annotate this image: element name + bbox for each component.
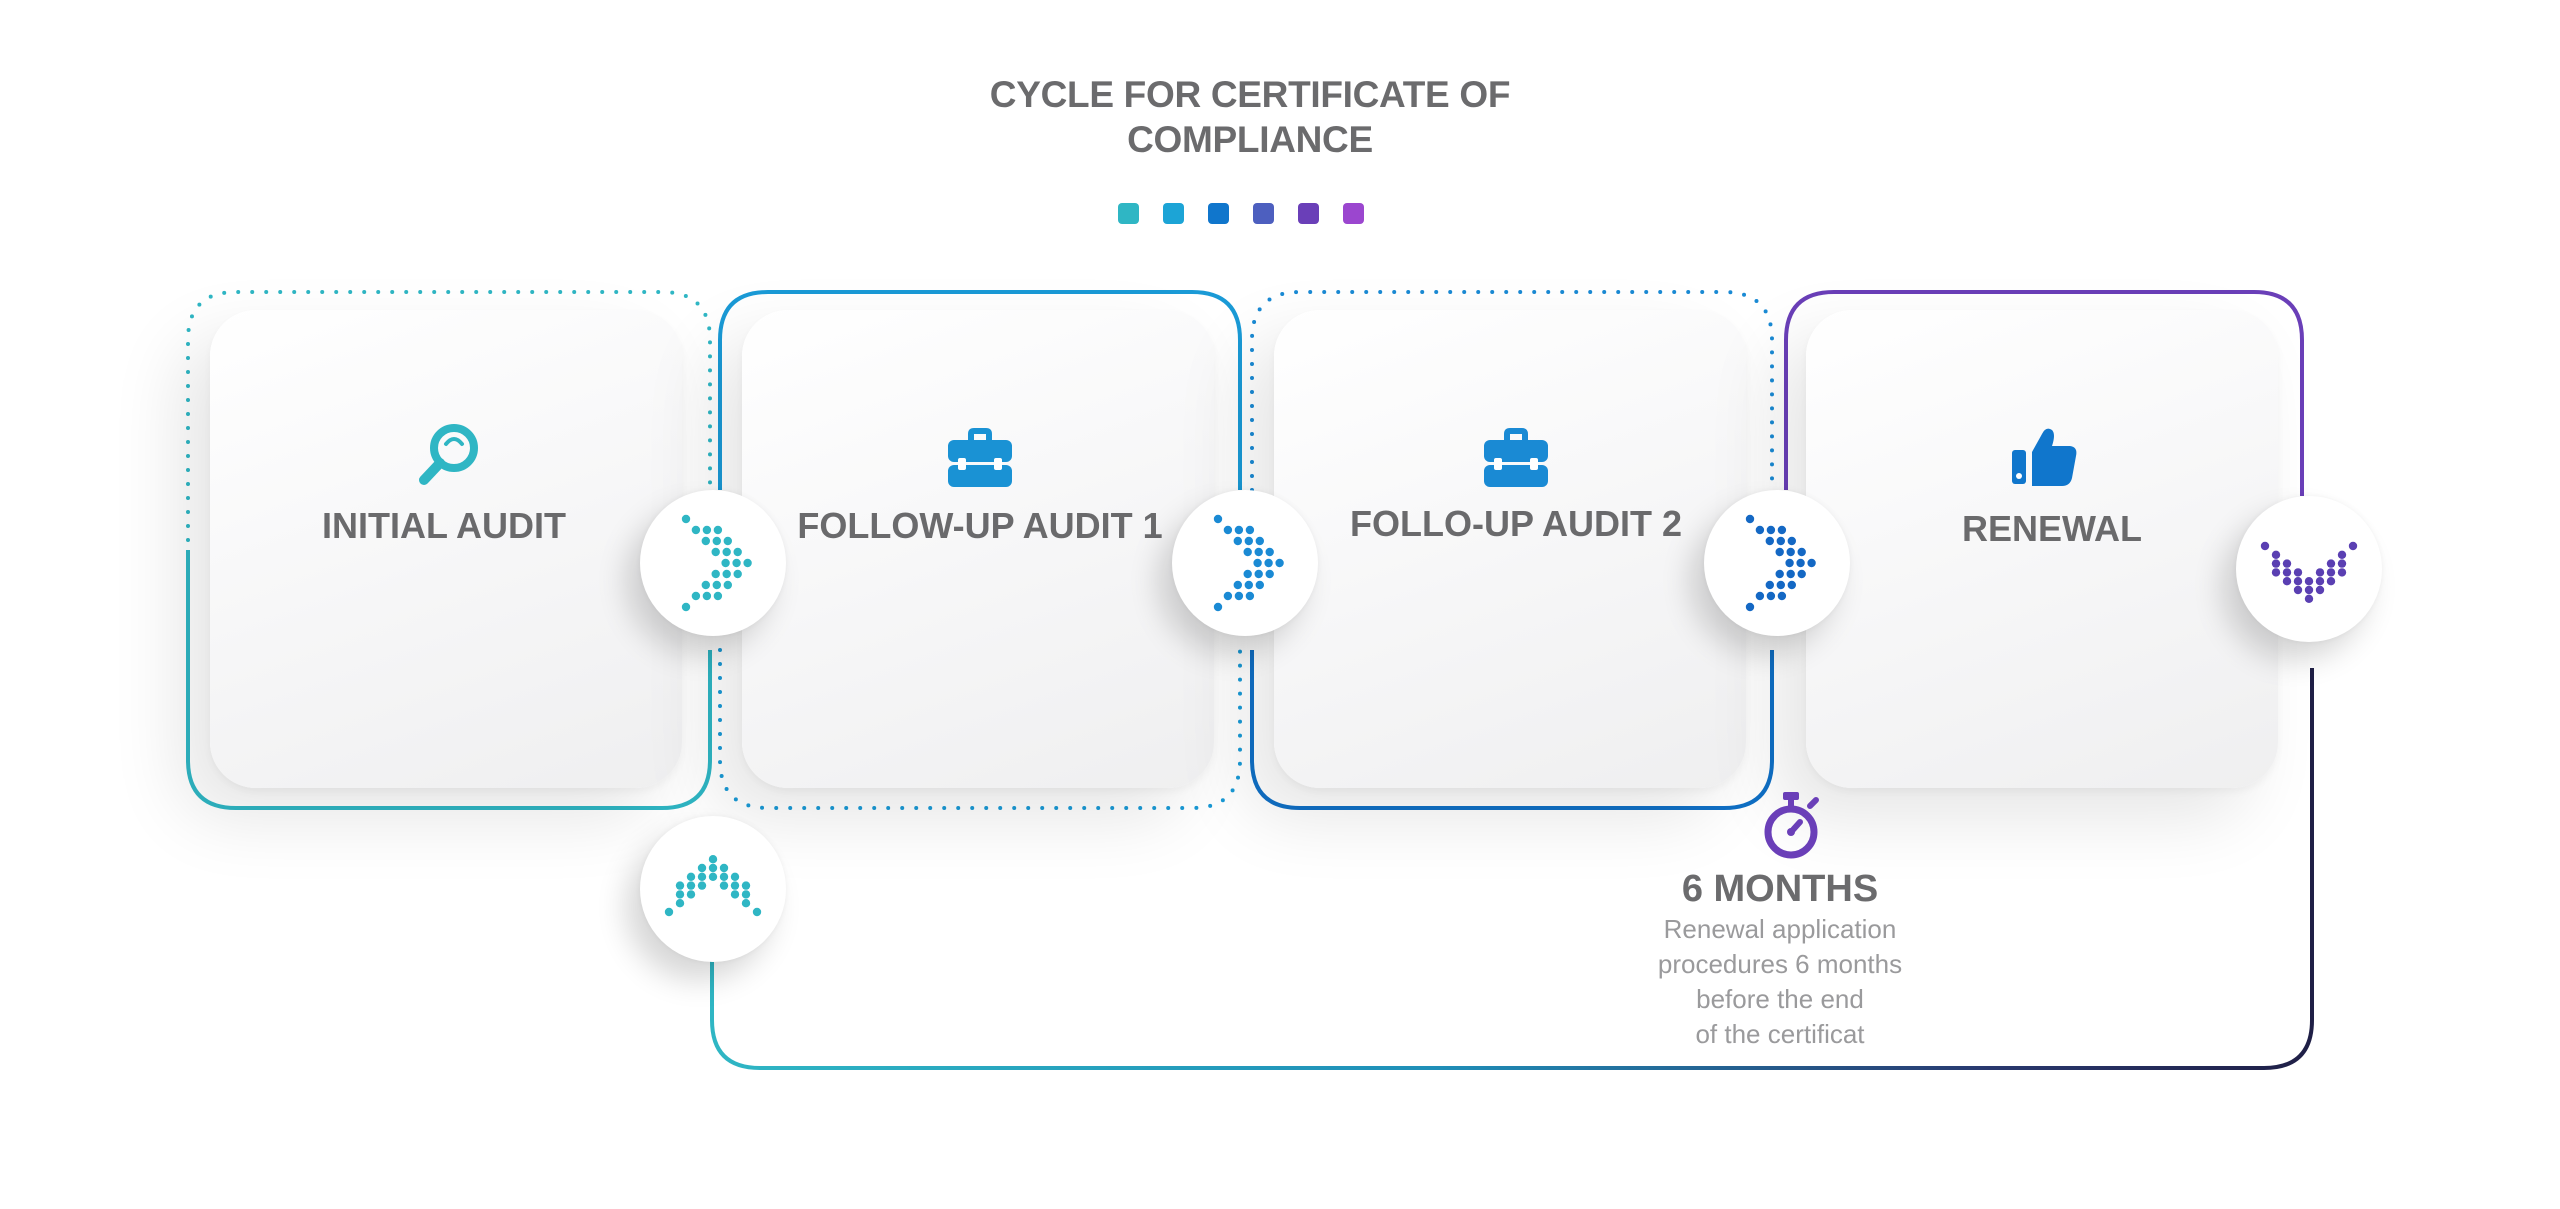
chevron-right-icon: [1213, 514, 1284, 612]
card-follow-up-audit-1: [742, 310, 1214, 788]
stopwatch-icon: [1764, 792, 1819, 859]
magnifier-icon: [419, 424, 478, 485]
chevron-right-icon: [681, 514, 752, 612]
note-line: before the end: [1696, 984, 1864, 1014]
connector-right-3: [1704, 490, 1850, 636]
card-renewal: [1806, 310, 2278, 788]
box-3-solid-outline: [1250, 650, 1774, 810]
step-label-initial-audit: INITIAL AUDIT: [322, 505, 566, 546]
chevron-down-icon: [2260, 541, 2358, 603]
connector-right-2: [1172, 490, 1318, 636]
connector-down: [2236, 496, 2382, 642]
diagram-title: CYCLE FOR CERTIFICATE OF COMPLIANCE: [989, 74, 1511, 160]
step-label-follo-up-audit-2: FOLLO-UP AUDIT 2: [1350, 503, 1682, 544]
box-1-dotted-outline: [186, 290, 712, 542]
box-2-solid-outline: [718, 290, 1242, 490]
card-initial-audit: [210, 310, 682, 788]
thumbs-up-icon: [2012, 428, 2077, 486]
legend-dot: [1343, 203, 1364, 224]
note-line: of the certificat: [1695, 1019, 1865, 1049]
legend-dot: [1298, 203, 1319, 224]
note-line: procedures 6 months: [1657, 949, 1903, 979]
box-1-solid-outline: [186, 550, 712, 810]
legend-dot: [1118, 203, 1139, 224]
briefcase-icon: [1484, 428, 1548, 487]
box-4-outline: [1784, 290, 2304, 496]
chevron-up-icon: [664, 855, 762, 917]
step-label-renewal: RENEWAL: [1962, 508, 2142, 549]
connector-up: [640, 816, 786, 962]
briefcase-icon: [948, 428, 1012, 487]
legend-dot: [1208, 203, 1229, 224]
note-line: Renewal application: [1663, 914, 1897, 944]
legend-dot: [1163, 203, 1184, 224]
chevron-right-icon: [1745, 514, 1816, 612]
legend-dot: [1253, 203, 1274, 224]
note-body: Renewal application procedures 6 months …: [1580, 912, 1980, 1052]
card-follo-up-audit-2: [1274, 310, 1746, 788]
step-label-follow-up-audit-1: FOLLOW-UP AUDIT 1: [797, 505, 1163, 546]
connector-right-1: [640, 490, 786, 636]
return-loop-line: [710, 668, 2314, 1070]
note-title: 6 MONTHS: [1681, 868, 1879, 910]
